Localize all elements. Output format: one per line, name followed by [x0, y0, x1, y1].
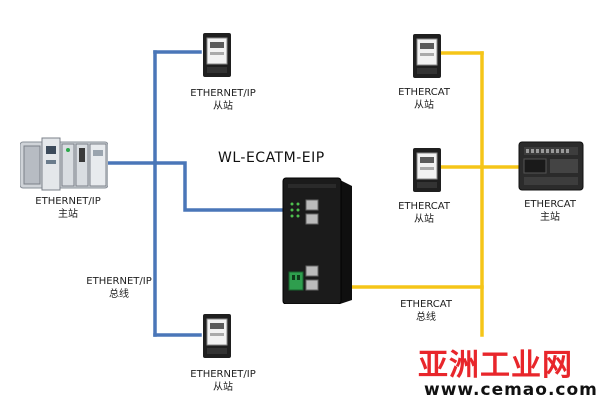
- watermark-name: 亚洲工业网: [418, 348, 573, 383]
- ecat-slave-mid-label: ETHERCAT 从站: [384, 200, 464, 226]
- eip-slave-top-label-line2: 从站: [213, 101, 233, 112]
- eip-master-label: ETHERNET/IP 主站: [18, 195, 118, 221]
- eip-bus-label-line2: 总线: [109, 289, 129, 300]
- ecat-bus-label: ETHERCAT 总线: [386, 298, 466, 324]
- ecat-slave-mid-label-line1: ETHERCAT: [398, 201, 450, 212]
- eip-slave-bottom-label: ETHERNET/IP 从站: [178, 368, 268, 394]
- ecat-master-label: ETHERCAT 主站: [510, 198, 590, 224]
- eip-bus-label-line1: ETHERNET/IP: [86, 276, 152, 287]
- gateway-title: WL-ECATM-EIP: [218, 150, 325, 166]
- eip-master-label-line1: ETHERNET/IP: [35, 196, 101, 207]
- eip-slave-top-label-line1: ETHERNET/IP: [190, 88, 256, 99]
- eip-link-gateway: [153, 161, 284, 212]
- eip-slave-bottom-icon: [203, 314, 231, 358]
- ecat-slave-top-icon: [413, 34, 441, 78]
- ecat-slave-top-label-line1: ETHERCAT: [398, 87, 450, 98]
- eip-slave-bottom-label-line2: 从站: [213, 382, 233, 393]
- ecat-master-controller-icon: [518, 141, 584, 191]
- ecat-slave-top-label-line2: 从站: [414, 100, 434, 111]
- ecat-slave-mid-icon: [413, 148, 441, 192]
- ecat-bus-label-line2: 总线: [416, 312, 436, 323]
- eip-slave-top-icon: [203, 33, 231, 77]
- ecat-bus-label-line1: ETHERCAT: [400, 299, 452, 310]
- ecat-master-label-line2: 主站: [540, 212, 560, 223]
- eip-master-label-line2: 主站: [58, 209, 78, 220]
- watermark-url: www.cemao.com: [424, 380, 598, 400]
- eip-bus-label: ETHERNET/IP 总线: [74, 275, 164, 301]
- gateway-device-icon: [282, 177, 352, 304]
- ecat-slave-top-label: ETHERCAT 从站: [384, 86, 464, 112]
- eip-master-plc-icon: [20, 137, 108, 191]
- eip-slave-top-label: ETHERNET/IP 从站: [178, 87, 268, 113]
- eip-slave-bottom-label-line1: ETHERNET/IP: [190, 369, 256, 380]
- ecat-master-label-line1: ETHERCAT: [524, 199, 576, 210]
- ecat-slave-mid-label-line2: 从站: [414, 214, 434, 225]
